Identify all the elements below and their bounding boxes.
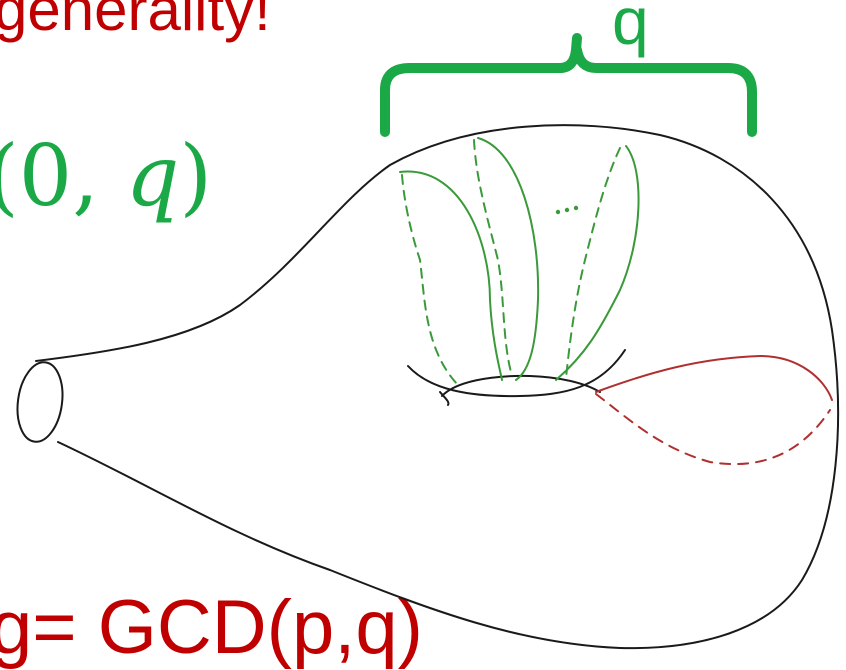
coordinate-label: (0, q)	[0, 134, 212, 218]
red-loop	[595, 354, 833, 466]
surface-sketch	[16, 33, 840, 650]
bracket-label-q: q	[612, 0, 649, 58]
coord-var: q	[125, 127, 180, 225]
coord-close: )	[179, 127, 213, 225]
surface-outline	[16, 124, 840, 650]
coord-open: (0,	[0, 127, 99, 225]
green-loops	[399, 137, 640, 386]
green-bracket	[380, 33, 757, 137]
title-fragment: generality!	[0, 0, 271, 43]
